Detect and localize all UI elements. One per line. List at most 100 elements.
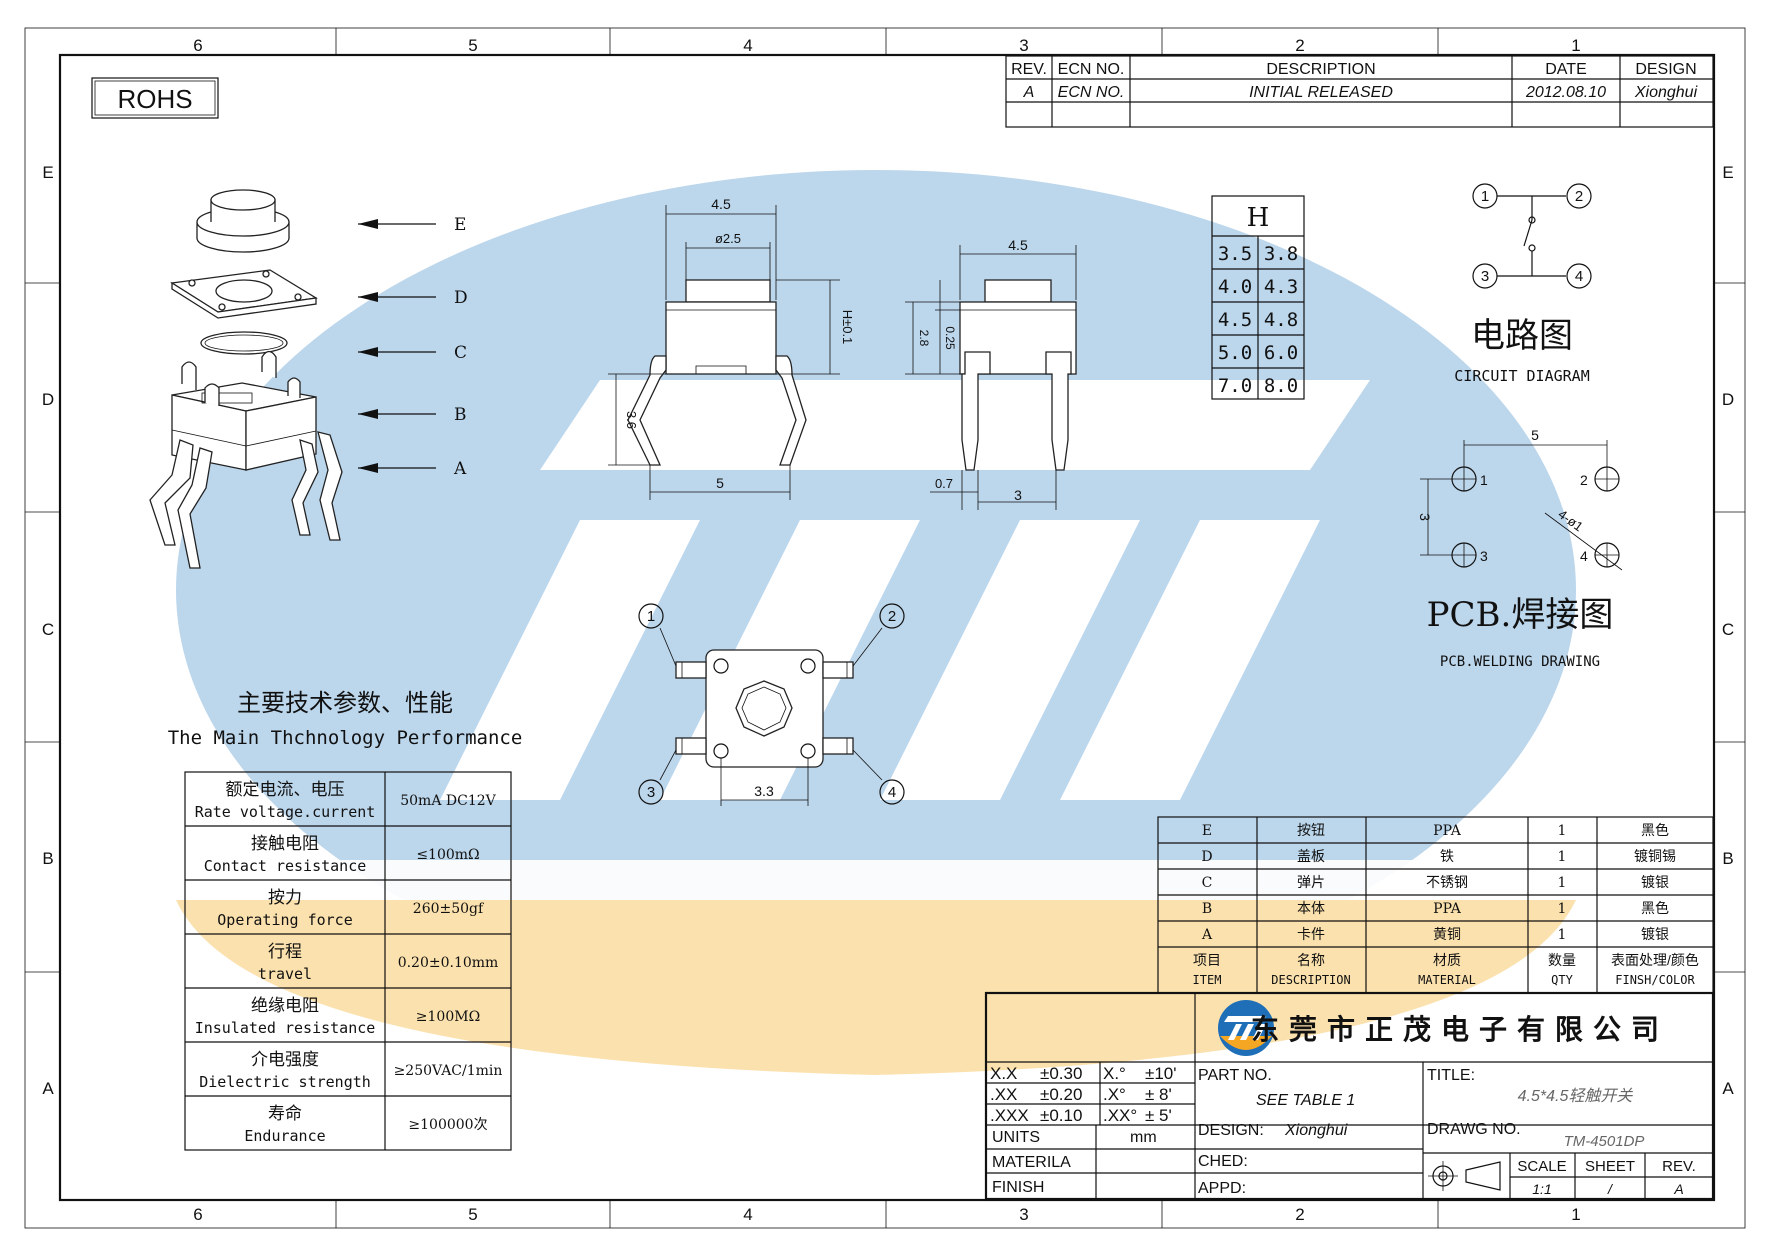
h-table: H 3.5 3.8 4.0 4.3 4.5 4.8 5.0 6.0 7.0 8.… <box>1211 195 1305 400</box>
bom-header-item-en: ITEM <box>1193 973 1222 987</box>
row-label: C <box>1722 620 1734 639</box>
bom-item: C <box>1202 875 1213 891</box>
perf-value: ≥100000次 <box>408 1117 487 1133</box>
design-value: Xionghui <box>1634 84 1698 101</box>
tol-d: ±10' <box>1145 1064 1177 1083</box>
drawg-value: TM-4501DP <box>1564 1133 1645 1150</box>
revision-table: REV. ECN NO. DESCRIPTION DATE DESIGN A E… <box>1005 55 1714 128</box>
ecn-header: ECN NO. <box>1058 61 1125 78</box>
part-e-button <box>196 189 290 253</box>
bom-desc: 弹片 <box>1297 875 1325 891</box>
bottom-pin: 2 <box>888 608 896 625</box>
side-view: 4.5 2.8 0.25 0.7 3 <box>905 237 1077 510</box>
side-top-width: 4.5 <box>1008 237 1028 253</box>
label-a: A <box>453 459 467 479</box>
pcb-drawing: 5 3 4-ø1 1 2 3 4 PCB.焊接图 PCB.WELDING DRA… <box>1417 427 1623 670</box>
date-value: 2012.08.10 <box>1525 84 1606 101</box>
col-label: 4 <box>743 1205 752 1224</box>
scale-label: SCALE <box>1517 1158 1566 1175</box>
bom-material: 铁 <box>1440 849 1454 865</box>
circuit-title-cn: 电路图 <box>1471 317 1573 355</box>
design-label: DESIGN: <box>1198 1122 1264 1139</box>
circuit-diagram: 1 2 3 4 电路图 CIRCUIT DIAGRAM <box>1454 183 1592 385</box>
perf-label-cn: 行程 <box>268 942 302 961</box>
bom-header-item-cn: 项目 <box>1193 952 1221 968</box>
tol-b: ±0.30 <box>1040 1064 1082 1083</box>
part-no-label: PART NO. <box>1198 1067 1272 1084</box>
col-label: 5 <box>468 36 477 55</box>
perf-label-en: Operating force <box>217 911 352 929</box>
projection-symbol-icon <box>1428 1161 1501 1191</box>
bom-header-finish-cn: 表面处理/颜色 <box>1611 952 1699 968</box>
tol-a: .XX <box>990 1085 1017 1104</box>
circuit-pin: 3 <box>1481 268 1489 285</box>
bottom-pin: 1 <box>647 608 655 625</box>
circuit-pin: 1 <box>1481 188 1489 205</box>
bom-material: PPA <box>1433 901 1462 917</box>
perf-value: 0.20±0.10mm <box>398 955 499 971</box>
ecn-value: ECN NO. <box>1058 84 1125 101</box>
circuit-title-en: CIRCUIT DIAGRAM <box>1454 367 1589 385</box>
title-label: TITLE: <box>1427 1067 1475 1084</box>
tol-d: ± 8' <box>1145 1085 1172 1104</box>
units-label: UNITS <box>992 1129 1040 1146</box>
bom-header-desc-en: DESCRIPTION <box>1271 973 1350 987</box>
col-label: 2 <box>1295 36 1304 55</box>
row-label: B <box>42 849 53 868</box>
h-cell: 3.8 <box>1264 243 1298 265</box>
part-no-value: SEE TABLE 1 <box>1256 1092 1355 1109</box>
pcb-title-en: PCB.WELDING DRAWING <box>1440 654 1600 670</box>
exploded-view: E D C B A <box>149 189 468 569</box>
bom-material: PPA <box>1433 823 1462 839</box>
pcb-pin: 3 <box>1480 548 1488 564</box>
side-body-height: 2.8 <box>917 330 931 347</box>
bom-finish: 黑色 <box>1641 822 1669 839</box>
appd-label: APPD: <box>1198 1180 1246 1197</box>
h-cell: 4.3 <box>1264 276 1298 298</box>
col-label: 1 <box>1571 1205 1580 1224</box>
col-label: 3 <box>1019 1205 1028 1224</box>
bom-qty: 1 <box>1558 901 1567 917</box>
bom-item: A <box>1201 927 1213 943</box>
label-b: B <box>454 405 467 425</box>
bom-header-qty-en: QTY <box>1551 973 1573 987</box>
bom-header-material-cn: 材质 <box>1433 952 1461 968</box>
perf-label-cn: 接触电阻 <box>251 834 319 853</box>
pcb-title-cn: PCB.焊接图 <box>1427 595 1614 635</box>
front-height: H±0.1 <box>840 310 855 345</box>
label-c: C <box>454 343 467 363</box>
col-label: 5 <box>468 1205 477 1224</box>
bom-finish: 镀银 <box>1641 926 1669 943</box>
perf-value: 50mA DC12V <box>400 793 496 809</box>
pcb-dim-y: 3 <box>1417 513 1433 521</box>
pcb-dim-x: 5 <box>1531 427 1539 443</box>
bom-qty: 1 <box>1558 823 1567 839</box>
front-leg-length: 3.6 <box>624 411 639 429</box>
bottom-pin: 4 <box>888 784 896 801</box>
h-cell: 8.0 <box>1264 375 1298 397</box>
side-offset: 0.25 <box>943 326 957 350</box>
bom-header-qty-cn: 数量 <box>1548 952 1576 968</box>
tol-b: ±0.20 <box>1040 1085 1082 1104</box>
col-label: 2 <box>1295 1205 1304 1224</box>
pcb-pin: 4 <box>1580 548 1588 564</box>
h-cell: 7.0 <box>1218 375 1252 397</box>
row-label: D <box>42 390 54 409</box>
h-table-header: H <box>1247 203 1270 233</box>
drawg-label: DRAWG NO. <box>1427 1121 1521 1138</box>
perf-label-cn: 额定电流、电压 <box>226 780 345 799</box>
row-label: B <box>1722 849 1733 868</box>
side-leg-pitch: 3 <box>1014 487 1022 503</box>
bottom-view: 1 2 3 4 3.3 <box>638 603 905 806</box>
tol-a: X.X <box>990 1064 1017 1083</box>
part-c-spring <box>200 331 288 355</box>
scale-value: 1:1 <box>1532 1181 1551 1197</box>
bom-header-material-en: MATERIAL <box>1418 973 1476 987</box>
bom-finish: 镀银 <box>1641 874 1669 891</box>
bom-desc: 本体 <box>1297 901 1325 917</box>
bom-qty: 1 <box>1558 875 1567 891</box>
label-d: D <box>454 288 468 308</box>
company-name: 东莞市正茂电子有限公司 <box>1251 1013 1669 1045</box>
perf-label-cn: 绝缘电阻 <box>251 996 319 1015</box>
